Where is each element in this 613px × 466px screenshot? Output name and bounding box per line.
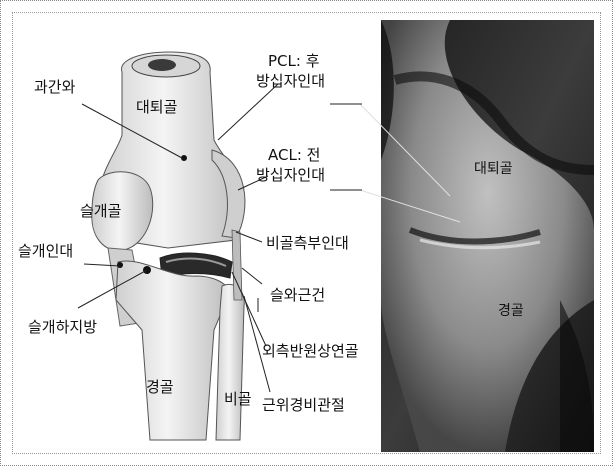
label-prox-tibiofibular: 근위경비관절 <box>262 396 345 414</box>
label-pcl: PCL: 후 <box>268 52 320 70</box>
label-tibia-left: 경골 <box>146 378 174 396</box>
label-fibular-collateral: 비골측부인대 <box>266 234 349 252</box>
label-patellar-ligament: 슬개인대 <box>18 242 73 260</box>
label-femur-left: 대퇴골 <box>136 98 177 116</box>
label-infrapatellar-fat: 슬개하지방 <box>28 318 97 336</box>
fibula-shape <box>216 284 244 440</box>
label-condyle-fossa: 과간와 <box>34 78 75 96</box>
label-femur-photo: 대퇴골 <box>474 160 513 178</box>
label-acl-sub: 방십자인대 <box>256 166 325 184</box>
label-popliteus-tendon: 슬와근건 <box>270 286 325 304</box>
label-fibula: 비골 <box>224 390 252 408</box>
label-pcl-sub: 방십자인대 <box>256 72 325 90</box>
label-patella: 슬개골 <box>80 202 121 220</box>
label-tibia-photo: 경골 <box>498 302 524 320</box>
label-acl: ACL: 전 <box>268 146 320 164</box>
tibia-shape <box>116 261 230 440</box>
label-lateral-meniscus: 외측반원상연골 <box>262 342 359 360</box>
